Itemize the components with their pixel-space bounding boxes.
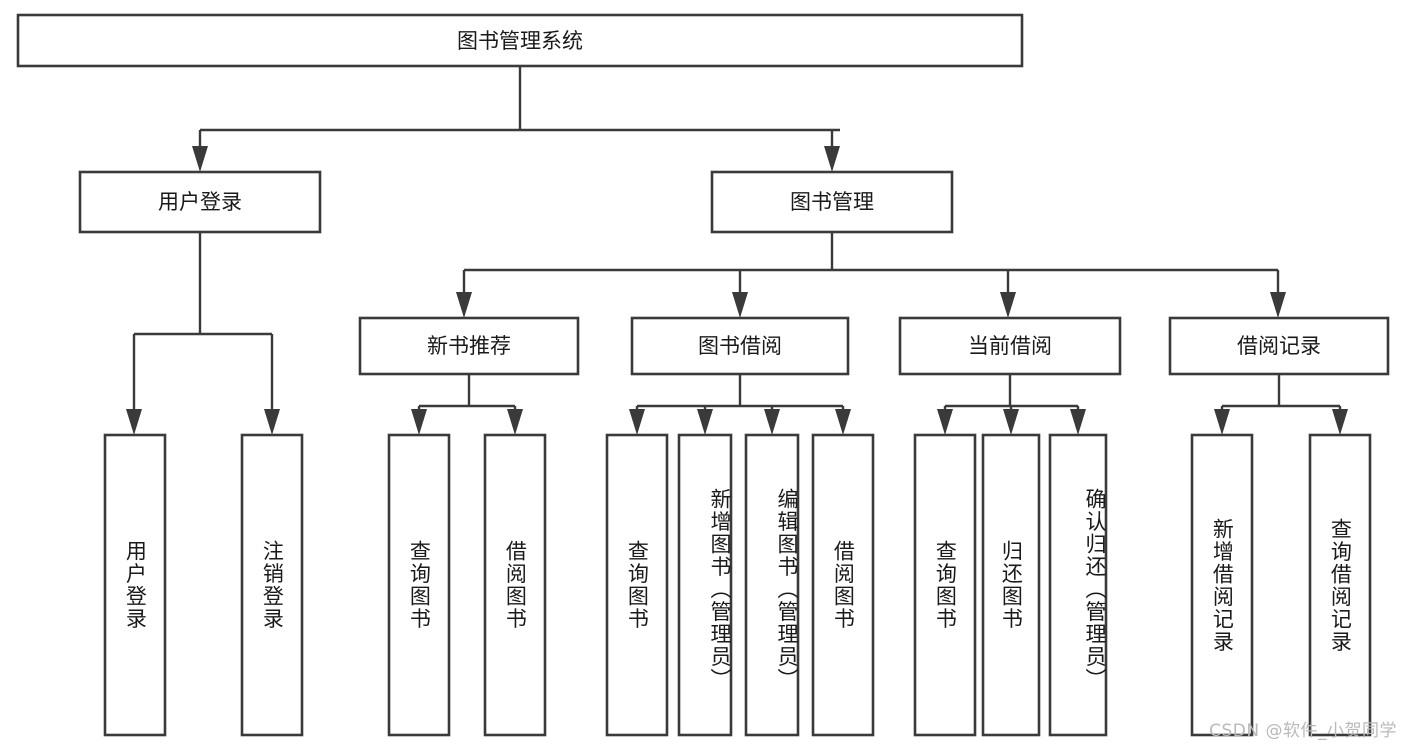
label-book-management: 图书管理 — [790, 190, 874, 214]
node-box-current-borrow[interactable] — [898, 316, 1122, 376]
connector-current-to-leaves — [937, 374, 1086, 435]
node-box-leaf-query-book-3[interactable] — [913, 433, 977, 737]
node-box-leaf-add-record[interactable] — [1190, 433, 1254, 737]
node-box-leaf-query-record[interactable] — [1308, 433, 1372, 737]
node-box-leaf-query-book-2[interactable] — [605, 433, 669, 737]
connector-bookmgmt-to-level2 — [456, 232, 1286, 318]
connector-root-to-level1 — [192, 66, 840, 172]
node-box-user-login[interactable] — [78, 170, 322, 234]
label-book-borrow: 图书借阅 — [698, 334, 782, 358]
label-root: 图书管理系统 — [457, 29, 583, 53]
connector-records-to-leaves — [1214, 374, 1348, 435]
node-box-book-management[interactable] — [710, 170, 954, 234]
label-current-borrow: 当前借阅 — [968, 334, 1052, 358]
node-box-leaf-add-book[interactable] — [677, 433, 733, 737]
node-box-leaf-logout[interactable] — [240, 433, 304, 737]
connector-newbook-to-leaves — [411, 374, 523, 435]
node-box-new-book-recommend[interactable] — [358, 316, 580, 376]
node-box-leaf-confirm-return[interactable] — [1048, 433, 1108, 737]
connector-userlogin-to-leaves — [126, 232, 280, 435]
label-new-book-recommend: 新书推荐 — [427, 334, 511, 358]
node-box-leaf-edit-book[interactable] — [744, 433, 800, 737]
node-box-borrow-records[interactable] — [1168, 316, 1390, 376]
node-box-leaf-return-book[interactable] — [981, 433, 1041, 737]
node-box-root[interactable] — [16, 13, 1024, 68]
node-box-leaf-borrow-book-2[interactable] — [811, 433, 875, 737]
node-box-leaf-borrow-book-1[interactable] — [483, 433, 547, 737]
node-box-book-borrow[interactable] — [630, 316, 850, 376]
label-user-login: 用户登录 — [158, 190, 242, 214]
csdn-watermark: CSDN @软件_小贺同学 — [1209, 721, 1397, 741]
node-box-leaf-user-login[interactable] — [103, 433, 167, 737]
label-borrow-records: 借阅记录 — [1237, 334, 1321, 358]
node-box-leaf-query-book-1[interactable] — [387, 433, 451, 737]
connector-borrow-to-leaves — [629, 374, 851, 435]
